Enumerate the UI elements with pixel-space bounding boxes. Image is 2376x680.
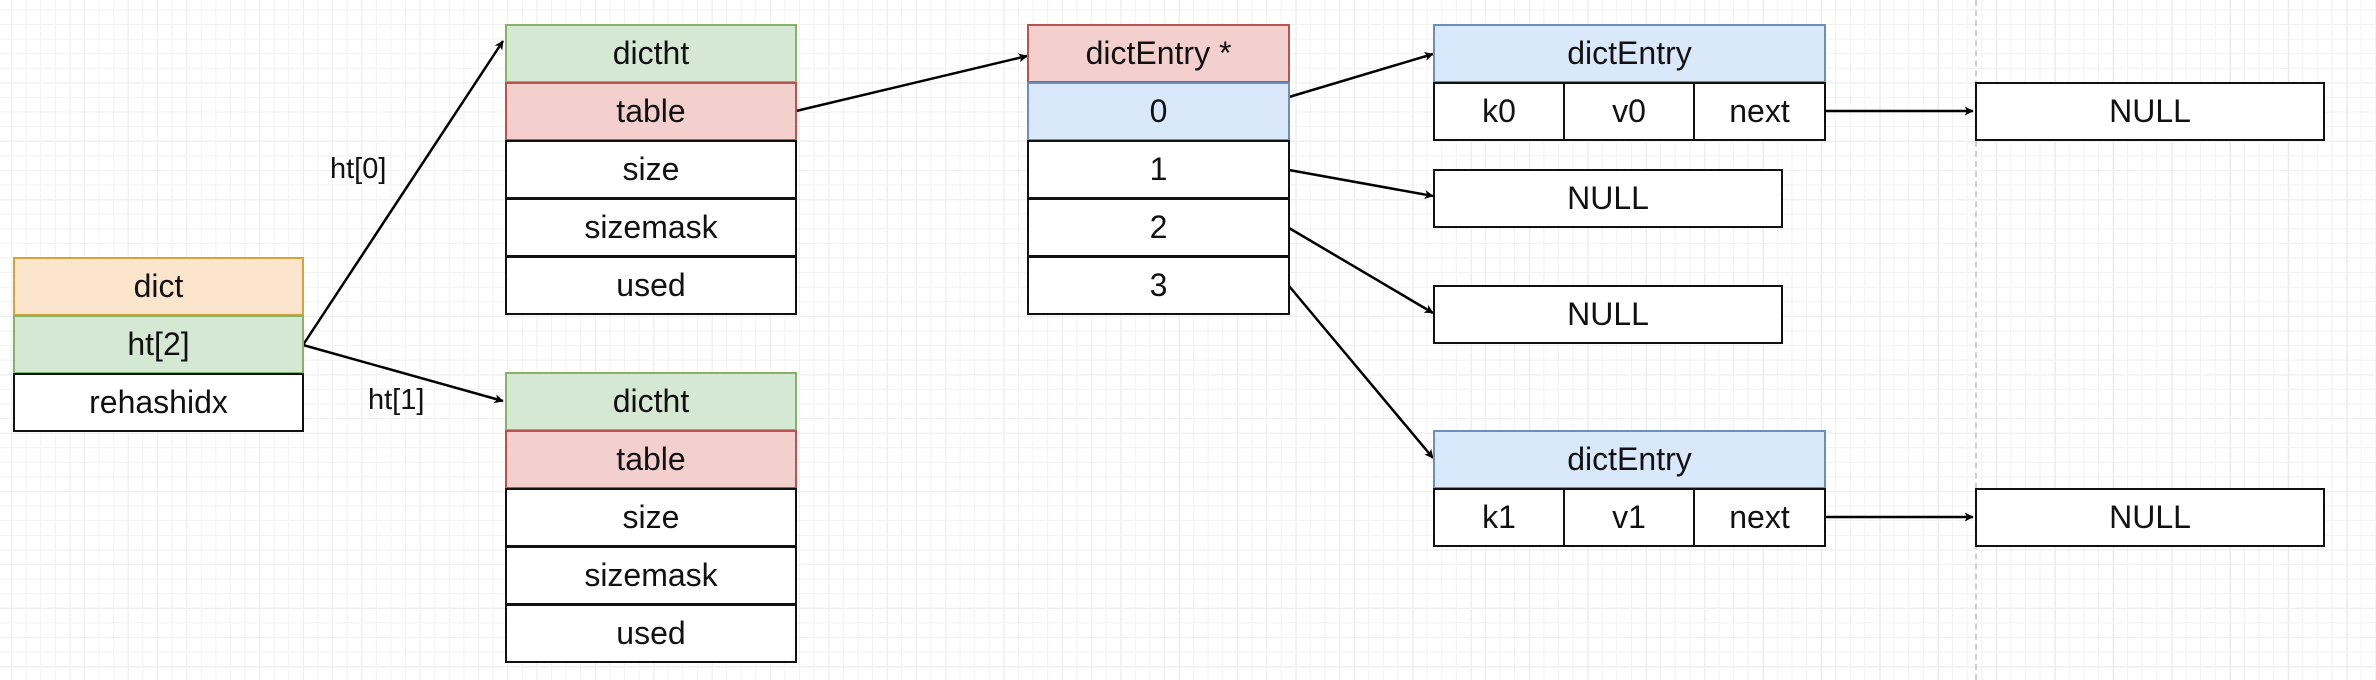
entry-array-slot-0: 0 (1027, 82, 1290, 141)
entry-array-slot-3: 3 (1027, 256, 1290, 315)
dict-title: dict (13, 257, 304, 316)
entry0-field-key: k0 (1433, 82, 1565, 141)
arrow-slot0-to-entry0 (1288, 52, 1434, 99)
dictht1-field-used: used (505, 604, 797, 663)
dictht1-field-sizemask: sizemask (505, 546, 797, 605)
arrow-dict-to-dictht0 (301, 40, 505, 346)
null-box-slot2: NULL (1433, 285, 1783, 344)
page-boundary-divider (1975, 0, 1977, 680)
entry-array-slot-1: 1 (1027, 140, 1290, 199)
entry-array-title: dictEntry * (1027, 24, 1290, 83)
entry0-field-next: next (1693, 82, 1826, 141)
entry-array-slot-2: 2 (1027, 198, 1290, 257)
entry1-title: dictEntry (1433, 430, 1826, 489)
null-box-entry1-next: NULL (1975, 488, 2325, 547)
arrow-slot3-to-entry1 (1288, 285, 1434, 459)
dictht0-field-sizemask: sizemask (505, 198, 797, 257)
arrow-slot2-to-null (1288, 226, 1434, 315)
arrow-dict-to-dictht1 (302, 343, 504, 404)
arrow-table-to-entry-array (795, 53, 1028, 113)
null-box-slot1: NULL (1433, 169, 1783, 228)
null-box-entry0-next: NULL (1975, 82, 2325, 141)
dictht1-field-table: table (505, 430, 797, 489)
edge-label-ht1: ht[1] (368, 384, 425, 416)
entry1-field-next: next (1693, 488, 1826, 547)
dictht0-field-table: table (505, 82, 797, 141)
arrow-slot1-to-null (1288, 168, 1434, 199)
dict-field-rehashidx: rehashidx (13, 373, 304, 432)
entry0-field-value: v0 (1563, 82, 1695, 141)
dict-field-ht: ht[2] (13, 315, 304, 374)
dictht0-field-size: size (505, 140, 797, 199)
entry0-title: dictEntry (1433, 24, 1826, 83)
edge-label-ht0: ht[0] (330, 153, 387, 185)
dictht0-title: dictht (505, 24, 797, 83)
entry1-field-key: k1 (1433, 488, 1565, 547)
dictht1-title: dictht (505, 372, 797, 431)
dictht0-field-used: used (505, 256, 797, 315)
dictht1-field-size: size (505, 488, 797, 547)
entry1-field-value: v1 (1563, 488, 1695, 547)
